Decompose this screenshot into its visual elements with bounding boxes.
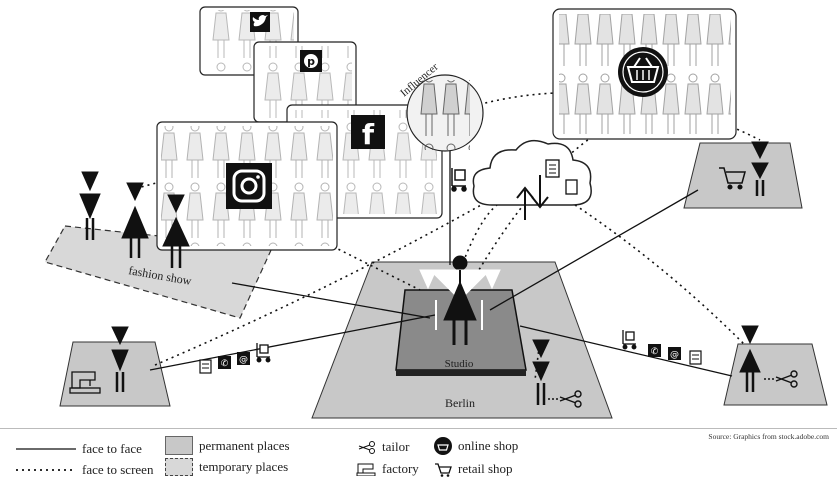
legend-label: factory bbox=[382, 461, 419, 476]
scissors-icon bbox=[548, 390, 582, 408]
cart-icon bbox=[435, 462, 452, 477]
document-icon bbox=[689, 350, 702, 365]
person-female bbox=[121, 182, 149, 258]
legend-label: face to face bbox=[82, 441, 142, 456]
legend-face-to-face: face to face bbox=[16, 441, 142, 457]
people-symbols bbox=[79, 141, 769, 405]
sewing-machine-icon bbox=[356, 463, 376, 476]
legend-temporary-places: temporary places bbox=[165, 458, 288, 476]
hand-truck-icon bbox=[622, 330, 637, 350]
source-note: Source: Graphics from stock.adobe.com bbox=[708, 432, 829, 441]
svg-text:@: @ bbox=[670, 350, 679, 360]
communication-icons-right: ✆ @ bbox=[622, 330, 702, 365]
person-tailor-right bbox=[739, 325, 761, 392]
solid-line-swatch bbox=[16, 448, 76, 450]
legend-label: retail shop bbox=[458, 461, 513, 476]
shopping-basket-icon bbox=[434, 437, 452, 455]
studio-label: Studio bbox=[445, 358, 474, 370]
legend-face-to-screen: face to screen bbox=[16, 462, 153, 478]
network-diagram: Berlin Studio fashion show bbox=[44, 6, 828, 419]
legend-tailor: tailor bbox=[356, 439, 409, 455]
cloud-icon bbox=[472, 139, 592, 220]
svg-text:✆: ✆ bbox=[651, 347, 659, 357]
person-female bbox=[162, 194, 190, 268]
twitter-icon bbox=[252, 15, 268, 27]
document-icon bbox=[545, 159, 578, 195]
pinterest-icon: p bbox=[304, 54, 318, 68]
studio-area: Studio bbox=[395, 289, 527, 376]
shopping-basket-icon bbox=[618, 47, 668, 97]
face-to-face-lines bbox=[149, 135, 733, 377]
instagram-screen bbox=[156, 121, 338, 251]
scissors-icon bbox=[764, 370, 798, 388]
phone-icon: ✆ bbox=[648, 344, 661, 357]
legend-permanent-places: permanent places bbox=[165, 436, 290, 455]
svg-text:✆: ✆ bbox=[221, 359, 229, 369]
document-icon bbox=[199, 359, 212, 374]
online-shop-panel bbox=[552, 8, 737, 140]
person-factory bbox=[111, 326, 129, 392]
svg-text:@: @ bbox=[239, 355, 248, 365]
legend-label: tailor bbox=[382, 439, 410, 454]
factory-place-left bbox=[59, 341, 171, 407]
dotted-line-swatch bbox=[16, 469, 76, 471]
instagram-icon bbox=[232, 169, 266, 203]
at-sign-icon: @ bbox=[237, 352, 250, 365]
legend-retail-shop: retail shop bbox=[434, 461, 513, 477]
legend-factory: factory bbox=[356, 461, 419, 477]
legend-online-shop: online shop bbox=[434, 437, 518, 455]
person-tailor-berlin bbox=[532, 339, 550, 405]
facebook-icon: f bbox=[362, 118, 375, 151]
legend-label: temporary places bbox=[199, 459, 289, 474]
tailor-place-right bbox=[723, 343, 828, 406]
hand-truck-icon bbox=[256, 343, 271, 363]
person-retail bbox=[751, 141, 769, 196]
communication-icons-left: ✆ @ bbox=[199, 343, 271, 374]
hand-truck-icon bbox=[451, 168, 467, 192]
person-ghost bbox=[419, 269, 501, 330]
legend-label: permanent places bbox=[199, 437, 290, 453]
phone-icon: ✆ bbox=[218, 356, 231, 369]
at-sign-icon: @ bbox=[668, 347, 681, 360]
sewing-machine-icon bbox=[69, 371, 101, 394]
svg-text:p: p bbox=[307, 55, 315, 68]
temporary-swatch bbox=[165, 458, 193, 476]
scissors-icon bbox=[358, 441, 375, 454]
person-main bbox=[428, 255, 492, 345]
city-label: Berlin bbox=[445, 396, 475, 410]
retail-shop-place bbox=[683, 142, 803, 209]
legend-label: face to screen bbox=[82, 462, 154, 477]
permanent-swatch bbox=[165, 436, 193, 455]
cart-icon bbox=[719, 167, 746, 190]
person-male bbox=[79, 171, 101, 240]
legend-label: online shop bbox=[458, 438, 519, 453]
legend: face to face face to screen permanent pl… bbox=[0, 428, 837, 484]
